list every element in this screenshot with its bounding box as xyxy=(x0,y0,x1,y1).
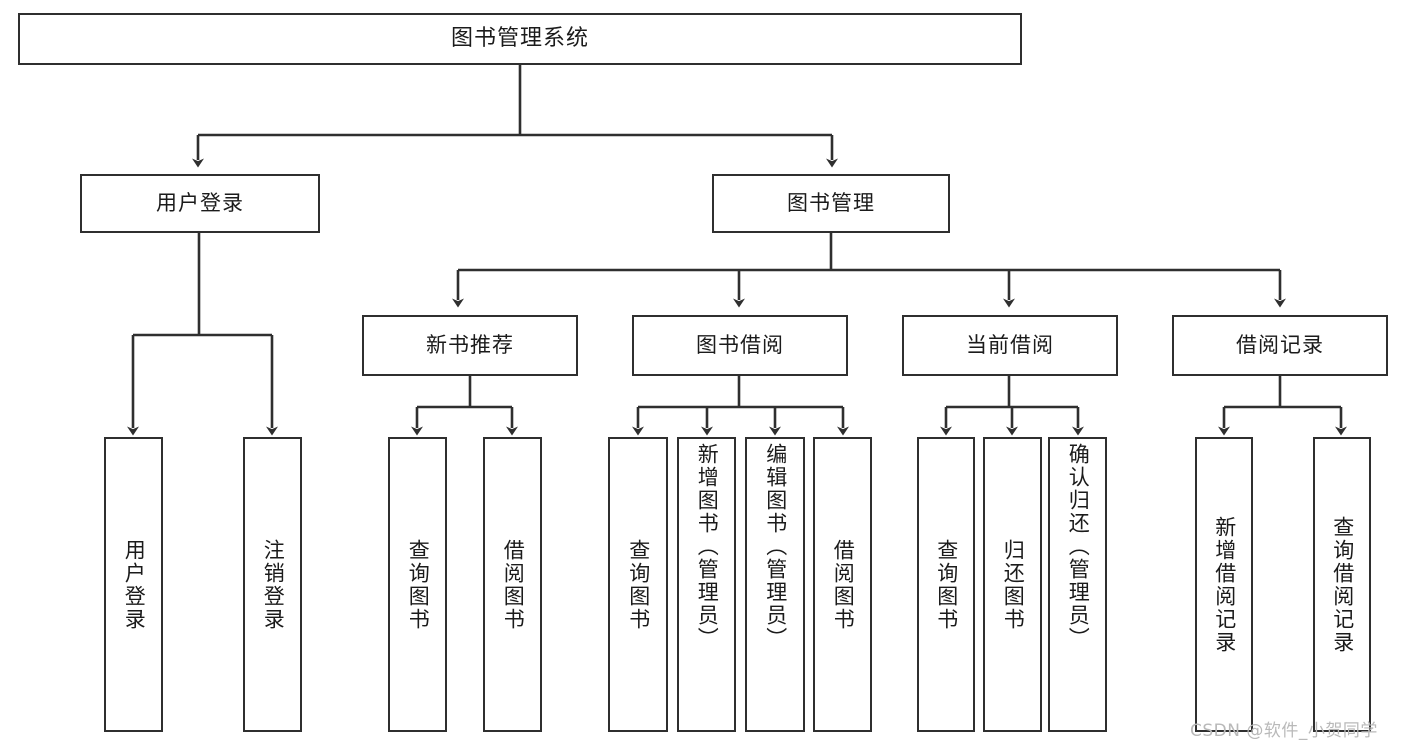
leaf-confirm-return[interactable]: 确认归还（管理员） xyxy=(1048,437,1107,732)
node-borrow-record[interactable]: 借阅记录 xyxy=(1172,315,1388,376)
node-label: 图书借阅 xyxy=(696,333,784,357)
node-label: 图书管理系统 xyxy=(450,26,589,51)
node-label: 当前借阅 xyxy=(966,333,1054,357)
leaf-borrow-book-recommend[interactable]: 借阅图书 xyxy=(483,437,542,732)
leaf-add-book[interactable]: 新增图书（管理员） xyxy=(677,437,736,732)
leaf-query-book-recommend[interactable]: 查询图书 xyxy=(388,437,447,732)
leaf-add-borrow-record[interactable]: 新增借阅记录 xyxy=(1195,437,1253,732)
node-root-system[interactable]: 图书管理系统 xyxy=(18,13,1022,65)
node-label: 图书管理 xyxy=(787,191,875,215)
node-label: 查询借阅记录 xyxy=(1330,515,1355,654)
node-label: 用户登录 xyxy=(156,191,244,215)
leaf-edit-book[interactable]: 编辑图书（管理员） xyxy=(745,437,805,732)
leaf-logout[interactable]: 注销登录 xyxy=(243,437,302,732)
node-label: 编辑图书（管理员） xyxy=(763,443,788,650)
leaf-query-book-current[interactable]: 查询图书 xyxy=(917,437,975,732)
node-label: 确认归还（管理员） xyxy=(1066,443,1091,650)
node-label: 归还图书 xyxy=(1001,538,1026,631)
node-label: 用户登录 xyxy=(122,538,147,631)
node-label: 新增图书（管理员） xyxy=(695,443,720,650)
leaf-borrow-book[interactable]: 借阅图书 xyxy=(813,437,872,732)
node-label: 查询图书 xyxy=(934,538,959,631)
node-current-borrow[interactable]: 当前借阅 xyxy=(902,315,1118,376)
node-user-login[interactable]: 用户登录 xyxy=(80,174,320,233)
node-label: 新增借阅记录 xyxy=(1212,515,1237,654)
node-new-book-recommend[interactable]: 新书推荐 xyxy=(362,315,578,376)
leaf-user-login[interactable]: 用户登录 xyxy=(104,437,163,732)
node-label: 查询图书 xyxy=(406,538,431,631)
leaf-query-book-borrow[interactable]: 查询图书 xyxy=(608,437,668,732)
node-book-borrow[interactable]: 图书借阅 xyxy=(632,315,848,376)
node-book-manage[interactable]: 图书管理 xyxy=(712,174,950,233)
node-label: 借阅图书 xyxy=(501,538,526,631)
node-label: 注销登录 xyxy=(261,538,286,631)
node-label: 查询图书 xyxy=(626,538,651,631)
node-label: 借阅记录 xyxy=(1236,333,1324,357)
leaf-return-book[interactable]: 归还图书 xyxy=(983,437,1042,732)
node-label: 新书推荐 xyxy=(426,333,514,357)
csdn-watermark: CSDN @软件_小贺同学 xyxy=(1190,721,1378,741)
node-label: 借阅图书 xyxy=(831,538,856,631)
leaf-query-borrow-record[interactable]: 查询借阅记录 xyxy=(1313,437,1371,732)
